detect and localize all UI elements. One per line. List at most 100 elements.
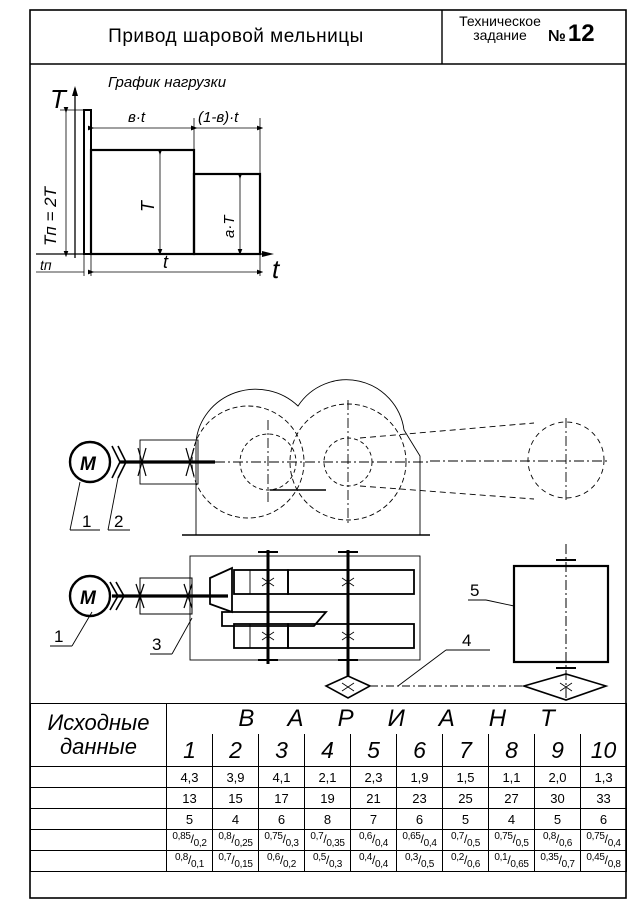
- table-cell: 2,3: [350, 766, 397, 788]
- fraction-cell: 0,7/0,5: [442, 829, 489, 851]
- source-data-header-line2: данные: [59, 734, 138, 759]
- variant-number: 3: [258, 734, 305, 767]
- x-axis-arrow-icon: [262, 251, 274, 257]
- fraction-cell: 0,1/0,65: [488, 850, 535, 872]
- source-data-header: Исходные данные: [30, 703, 167, 767]
- fraction-cell: 0,6/0,2: [258, 850, 305, 872]
- fraction-cell: 0,8/0,6: [534, 829, 581, 851]
- part-4-label: 4: [462, 631, 471, 650]
- table-cell: 2,1: [304, 766, 351, 788]
- row-label-cell: [30, 850, 167, 872]
- table-cell: 4: [488, 808, 535, 830]
- part-2-label: 2: [114, 512, 123, 531]
- load-chart-title: График нагрузки: [108, 74, 227, 91]
- fraction-cell: 0,85/0,2: [166, 829, 213, 851]
- start-time-label: tп: [40, 257, 52, 273]
- row-label-cell: [30, 766, 167, 788]
- table-cell: 5: [166, 808, 213, 830]
- fraction-cell: 0,8/0,25: [212, 829, 259, 851]
- table-cell: 17: [258, 787, 305, 809]
- task-label-line2: задание: [473, 27, 527, 43]
- table-cell: 27: [488, 787, 535, 809]
- page-title: Привод шаровой мельницы: [108, 26, 364, 47]
- table-cell: 15: [212, 787, 259, 809]
- fraction-cell: 0,8/0,1: [166, 850, 213, 872]
- fraction-cell: 0,3/0,5: [396, 850, 443, 872]
- fraction-cell: 0,75/0,4: [579, 829, 628, 851]
- fraction-cell: 0,7/0,15: [212, 850, 259, 872]
- table-cell: 19: [304, 787, 351, 809]
- segment2-width-label: (1-в)·t: [198, 109, 239, 126]
- level2-label: a·T: [221, 214, 238, 238]
- span-label: t: [163, 252, 169, 272]
- part-1-label: 1: [82, 512, 91, 531]
- part-3-label: 3: [152, 635, 161, 654]
- fraction-cell: 0,45/0,8: [579, 850, 628, 872]
- table-cell: 30: [534, 787, 581, 809]
- table-cell: 8: [304, 808, 351, 830]
- table-cell: 6: [579, 808, 628, 830]
- part-5-label: 5: [470, 581, 479, 600]
- fraction-cell: 0,75/0,3: [258, 829, 305, 851]
- fraction-cell: 0,65/0,4: [396, 829, 443, 851]
- task-label: Техническое задание: [446, 14, 554, 42]
- table-cell: 7: [350, 808, 397, 830]
- table-cell: 4: [212, 808, 259, 830]
- table-cell: 1,1: [488, 766, 535, 788]
- table-cell: 5: [442, 808, 489, 830]
- variant-number: 8: [488, 734, 535, 767]
- variant-number: 4: [304, 734, 351, 767]
- table-cell: 1,9: [396, 766, 443, 788]
- table-cell: 33: [579, 787, 628, 809]
- y-axis-label: T: [50, 84, 68, 114]
- table-cell: 2,0: [534, 766, 581, 788]
- source-data-header-line1: Исходные: [47, 710, 150, 735]
- level1-label: T: [138, 199, 158, 212]
- fraction-cell: 0,4/0,4: [350, 850, 397, 872]
- table-cell: 5: [534, 808, 581, 830]
- fraction-cell: 0,35/0,7: [534, 850, 581, 872]
- table-cell: 6: [258, 808, 305, 830]
- task-number-value: 12: [567, 20, 595, 47]
- table-cell: 21: [350, 787, 397, 809]
- fraction-cell: 0,75/0,5: [488, 829, 535, 851]
- variant-number: 2: [212, 734, 259, 767]
- peak-torque-label: Tп = 2T: [41, 185, 60, 246]
- motor-icon-2: [68, 574, 112, 618]
- table-cell: 4,1: [258, 766, 305, 788]
- motor-label: M: [80, 454, 97, 475]
- table-cell: 6: [396, 808, 443, 830]
- number-sign: №: [548, 28, 566, 45]
- fraction-cell: 0,2/0,6: [442, 850, 489, 872]
- table-cell: 4,3: [166, 766, 213, 788]
- variant-number: 9: [534, 734, 581, 767]
- task-label-line1: Техническое: [459, 13, 541, 29]
- fraction-cell: 0,5/0,3: [304, 850, 351, 872]
- fraction-cell: 0,6/0,4: [350, 829, 397, 851]
- variant-number: 10: [579, 734, 628, 767]
- task-number: №12: [548, 20, 595, 48]
- table-cell: 13: [166, 787, 213, 809]
- row-label-cell: [30, 808, 167, 830]
- table-cell: 25: [442, 787, 489, 809]
- table-cell: 3,9: [212, 766, 259, 788]
- segment1-width-label: в·t: [128, 109, 146, 126]
- variants-header: ВАРИАНТ: [165, 703, 628, 734]
- variant-number: 7: [442, 734, 489, 767]
- variant-number: 1: [166, 734, 213, 767]
- motor-label-2: M: [80, 588, 97, 609]
- row-label-cell: [30, 829, 167, 851]
- motor-icon: [68, 440, 112, 484]
- variant-number: 5: [350, 734, 397, 767]
